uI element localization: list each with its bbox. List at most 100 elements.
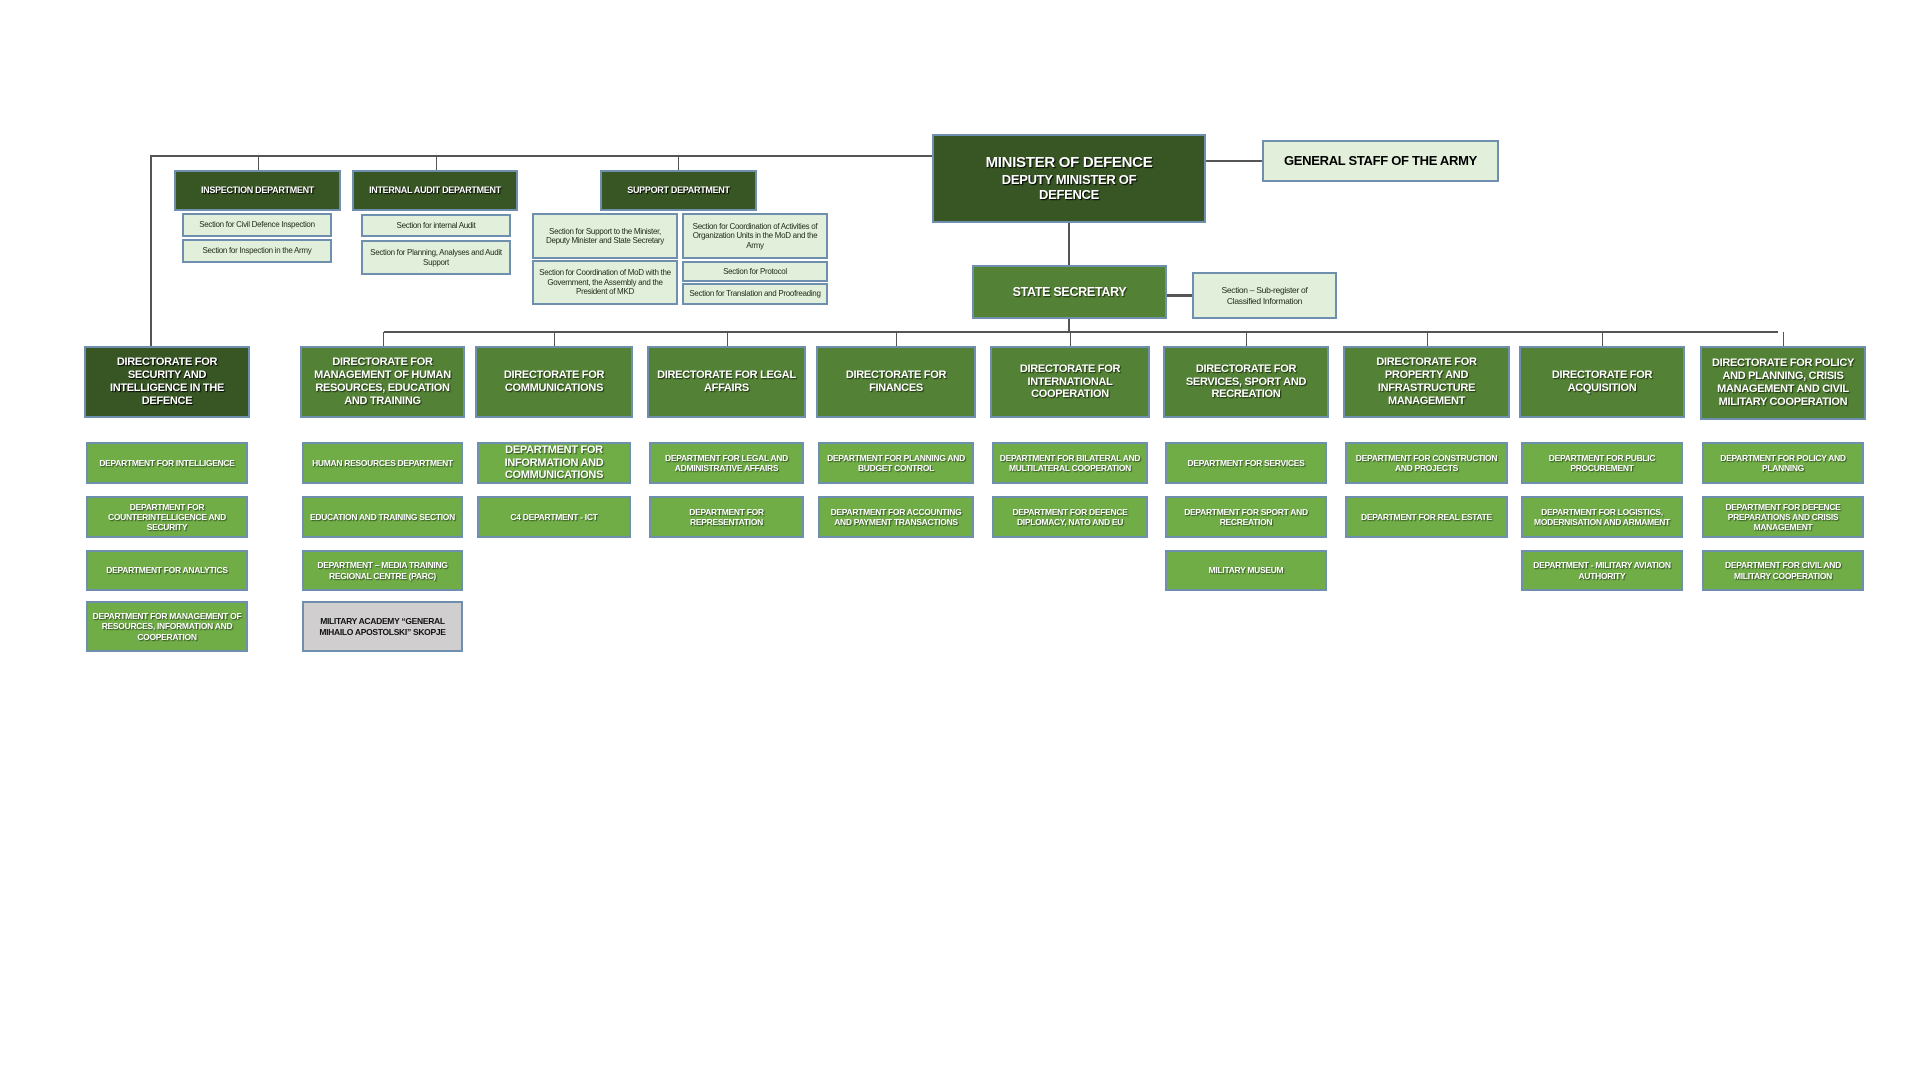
section-planning-analyses-label: Section for Planning, Analyses and Audit… xyxy=(370,248,502,267)
department-box-label: C4 DEPARTMENT - ICT xyxy=(510,511,598,522)
minister-title: MINISTER OF DEFENCE xyxy=(985,154,1153,172)
directorate-5-label: DIRECTORATE FOR FINANCES xyxy=(845,369,947,394)
state-secretary-label: STATE SECRETARY xyxy=(1012,284,1127,299)
department-box: DEPARTMENT FOR SERVICES xyxy=(1165,442,1327,484)
department-box: DEPARTMENT FOR CONSTRUCTION AND PROJECTS xyxy=(1345,442,1508,484)
section-coordination-activities: Section for Coordination of Activities o… xyxy=(682,213,828,259)
department-box: DEPARTMENT FOR LEGAL AND ADMINISTRATIVE … xyxy=(649,442,804,484)
section-translation-label: Section for Translation and Proofreading xyxy=(689,289,821,299)
directorate-3: DIRECTORATE FOR COMMUNICATIONS xyxy=(475,346,633,418)
department-box-label: DEPARTMENT FOR ACCOUNTING AND PAYMENT TR… xyxy=(830,506,962,527)
directorate-8: DIRECTORATE FOR PROPERTY AND INFRASTRUCT… xyxy=(1343,346,1510,418)
department-box: DEPARTMENT FOR DEFENCE PREPARATIONS AND … xyxy=(1702,496,1864,538)
general-staff-box: GENERAL STAFF OF THE ARMY xyxy=(1262,140,1499,182)
sub-register-label: Section – Sub-register of Classified Inf… xyxy=(1221,285,1308,306)
support-department-label: SUPPORT DEPARTMENT xyxy=(627,185,730,196)
section-inspection-army: Section for Inspection in the Army xyxy=(182,239,332,263)
minister-box: MINISTER OF DEFENCE DEPUTY MINISTER OF D… xyxy=(932,134,1206,223)
directorate-10: DIRECTORATE FOR POLICY AND PLANNING, CRI… xyxy=(1700,346,1866,420)
department-box: DEPARTMENT FOR SPORT AND RECREATION xyxy=(1165,496,1327,538)
department-box-label: DEPARTMENT FOR CIVIL AND MILITARY COOPER… xyxy=(1725,560,1841,581)
department-box-label: DEPARTMENT FOR DEFENCE PREPARATIONS AND … xyxy=(1725,501,1841,532)
section-civil-defence-inspection-label: Section for Civil Defence Inspection xyxy=(199,220,315,230)
section-support-minister-label: Section for Support to the Minister, Dep… xyxy=(545,226,664,245)
department-box-label: DEPARTMENT – MEDIA TRAINING REGIONAL CEN… xyxy=(317,560,448,581)
directorate-6-label: DIRECTORATE FOR INTERNATIONAL COOPERATIO… xyxy=(1019,362,1121,401)
connector-line xyxy=(384,331,1778,333)
department-box: DEPARTMENT FOR CIVIL AND MILITARY COOPER… xyxy=(1702,550,1864,591)
department-box-label: DEPARTMENT FOR MANAGEMENT OF RESOURCES, … xyxy=(92,611,242,642)
department-box-label: DEPARTMENT FOR BILATERAL AND MULTILATERA… xyxy=(999,452,1141,473)
department-box: DEPARTMENT FOR INTELLIGENCE xyxy=(86,442,248,484)
department-box: DEPARTMENT – MEDIA TRAINING REGIONAL CEN… xyxy=(302,550,463,591)
directorate-4: DIRECTORATE FOR LEGAL AFFAIRS xyxy=(647,346,806,418)
department-box-label: DEPARTMENT FOR SERVICES xyxy=(1187,457,1305,468)
connector-line xyxy=(1068,223,1070,265)
department-box: DEPARTMENT - MILITARY AVIATION AUTHORITY xyxy=(1521,550,1683,591)
connector-line xyxy=(436,155,437,170)
connector-line xyxy=(1426,332,1428,346)
department-box-label: MILITARY ACADEMY “GENERAL MIHAILO APOSTO… xyxy=(319,616,446,637)
connector-line xyxy=(150,155,932,157)
section-protocol: Section for Protocol xyxy=(682,261,828,282)
department-box-label: DEPARTMENT - MILITARY AVIATION AUTHORITY xyxy=(1533,560,1671,581)
department-box-label: DEPARTMENT FOR CONSTRUCTION AND PROJECTS xyxy=(1355,452,1498,473)
department-box-label: DEPARTMENT FOR REAL ESTATE xyxy=(1361,511,1492,522)
internal-audit-department-label: INTERNAL AUDIT DEPARTMENT xyxy=(369,185,501,196)
department-box: DEPARTMENT FOR DEFENCE DIPLOMACY, NATO A… xyxy=(992,496,1148,538)
connector-line xyxy=(554,332,555,346)
connector-line xyxy=(1167,294,1192,297)
deputy-minister-title: DEPUTY MINISTER OF DEFENCE xyxy=(1001,172,1137,203)
inspection-department-label: INSPECTION DEPARTMENT xyxy=(200,185,315,196)
department-box: EDUCATION AND TRAINING SECTION xyxy=(302,496,463,538)
department-box-label: DEPARTMENT FOR SPORT AND RECREATION xyxy=(1184,506,1308,527)
department-box-label: DEPARTMENT FOR INTELLIGENCE xyxy=(99,457,235,468)
directorate-1-label: DIRECTORATE FOR SECURITY AND INTELLIGENC… xyxy=(109,356,225,407)
department-box-label: DEPARTMENT FOR LOGISTICS, MODERNISATION … xyxy=(1534,506,1670,527)
department-box: DEPARTMENT FOR REAL ESTATE xyxy=(1345,496,1508,538)
directorate-5: DIRECTORATE FOR FINANCES xyxy=(816,346,976,418)
department-box: MILITARY ACADEMY “GENERAL MIHAILO APOSTO… xyxy=(302,601,463,652)
directorate-2: DIRECTORATE FOR MANAGEMENT OF HUMAN RESO… xyxy=(300,346,465,418)
directorate-7: DIRECTORATE FOR SERVICES, SPORT AND RECR… xyxy=(1163,346,1329,418)
connector-line xyxy=(150,155,152,346)
department-box-label: DEPARTMENT FOR PLANNING AND BUDGET CONTR… xyxy=(827,452,965,473)
section-inspection-army-label: Section for Inspection in the Army xyxy=(202,246,312,256)
directorate-2-label: DIRECTORATE FOR MANAGEMENT OF HUMAN RESO… xyxy=(314,356,451,407)
section-civil-defence-inspection: Section for Civil Defence Inspection xyxy=(182,213,332,237)
department-box: DEPARTMENT FOR POLICY AND PLANNING xyxy=(1702,442,1864,484)
directorate-1: DIRECTORATE FOR SECURITY AND INTELLIGENC… xyxy=(84,346,250,418)
department-box: C4 DEPARTMENT - ICT xyxy=(477,496,631,538)
department-box-label: DEPARTMENT FOR ANALYTICS xyxy=(106,565,228,576)
department-box-label: MILITARY MUSEUM xyxy=(1208,565,1284,576)
department-box-label: DEPARTMENT FOR REPRESENTATION xyxy=(689,506,764,527)
directorate-6: DIRECTORATE FOR INTERNATIONAL COOPERATIO… xyxy=(990,346,1150,418)
department-box-label: DEPARTMENT FOR COUNTERINTELLIGENCE AND S… xyxy=(108,501,226,532)
department-box: HUMAN RESOURCES DEPARTMENT xyxy=(302,442,463,484)
section-protocol-label: Section for Protocol xyxy=(723,266,787,276)
department-box: DEPARTMENT FOR ANALYTICS xyxy=(86,550,248,591)
department-box-label: DEPARTMENT FOR POLICY AND PLANNING xyxy=(1720,452,1846,473)
department-box: MILITARY MUSEUM xyxy=(1165,550,1327,591)
section-planning-analyses: Section for Planning, Analyses and Audit… xyxy=(361,240,511,275)
connector-line xyxy=(382,332,384,346)
section-internal-audit: Section for internal Audit xyxy=(361,214,511,237)
department-box-label: DEPARTMENT FOR DEFENCE DIPLOMACY, NATO A… xyxy=(1012,506,1128,527)
connector-line xyxy=(1068,319,1070,332)
section-coordination-activities-label: Section for Coordination of Activities o… xyxy=(692,221,818,250)
section-translation: Section for Translation and Proofreading xyxy=(682,283,828,305)
department-box: DEPARTMENT FOR MANAGEMENT OF RESOURCES, … xyxy=(86,601,248,652)
department-box-label: DEPARTMENT FOR PUBLIC PROCUREMENT xyxy=(1548,452,1656,473)
connector-line xyxy=(726,332,728,346)
section-support-minister: Section for Support to the Minister, Dep… xyxy=(532,213,678,259)
connector-line xyxy=(1602,332,1603,346)
department-box-label: DEPARTMENT FOR LEGAL AND ADMINISTRATIVE … xyxy=(665,452,788,473)
department-box-label: EDUCATION AND TRAINING SECTION xyxy=(310,511,455,522)
department-box: DEPARTMENT FOR PUBLIC PROCUREMENT xyxy=(1521,442,1683,484)
sub-register-box: Section – Sub-register of Classified Inf… xyxy=(1192,272,1337,319)
connector-line xyxy=(1206,160,1262,162)
state-secretary-box: STATE SECRETARY xyxy=(972,265,1167,319)
connector-line xyxy=(1246,332,1247,346)
department-box-label: HUMAN RESOURCES DEPARTMENT xyxy=(312,457,453,468)
department-box: DEPARTMENT FOR LOGISTICS, MODERNISATION … xyxy=(1521,496,1683,538)
